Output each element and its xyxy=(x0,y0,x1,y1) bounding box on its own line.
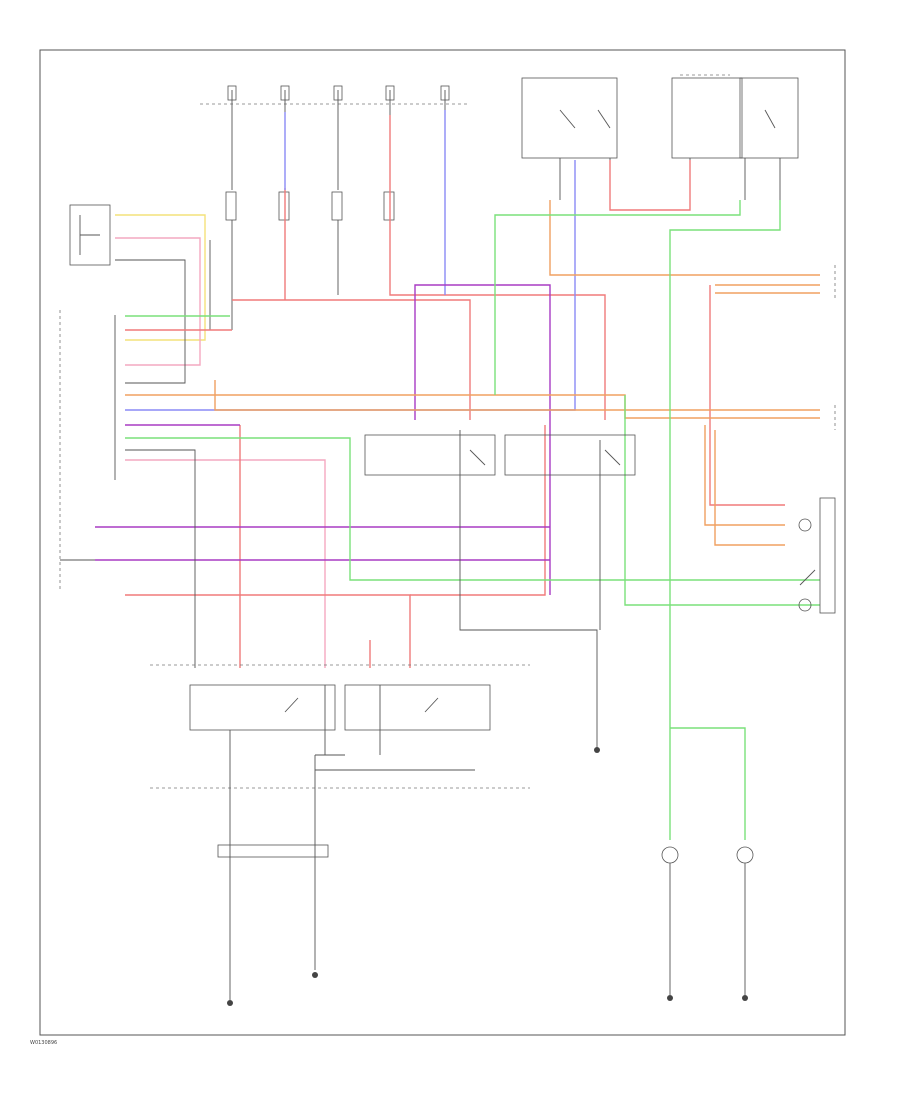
lower-left-wiring xyxy=(217,730,329,1006)
wire-black xyxy=(60,240,545,561)
diagram-code: W0130896 xyxy=(30,1040,58,1046)
wire-red xyxy=(125,115,785,668)
light-switch xyxy=(150,664,530,771)
wire-yellow xyxy=(115,214,206,341)
diagram-frame xyxy=(39,49,846,1036)
right-connectors xyxy=(798,265,836,614)
auto-light-sensor xyxy=(69,204,111,266)
top-right-relays xyxy=(521,77,799,200)
wire-pink xyxy=(115,237,326,668)
secondary-fuses xyxy=(225,191,395,330)
left-control-unit xyxy=(59,310,116,590)
wire-orange xyxy=(125,200,820,546)
wire-purple xyxy=(95,284,551,595)
wire-gray xyxy=(125,430,601,745)
wire-green xyxy=(125,200,820,840)
top-fuses xyxy=(227,85,450,190)
center-relays xyxy=(364,434,636,476)
lower-right-lamps xyxy=(594,745,754,1001)
